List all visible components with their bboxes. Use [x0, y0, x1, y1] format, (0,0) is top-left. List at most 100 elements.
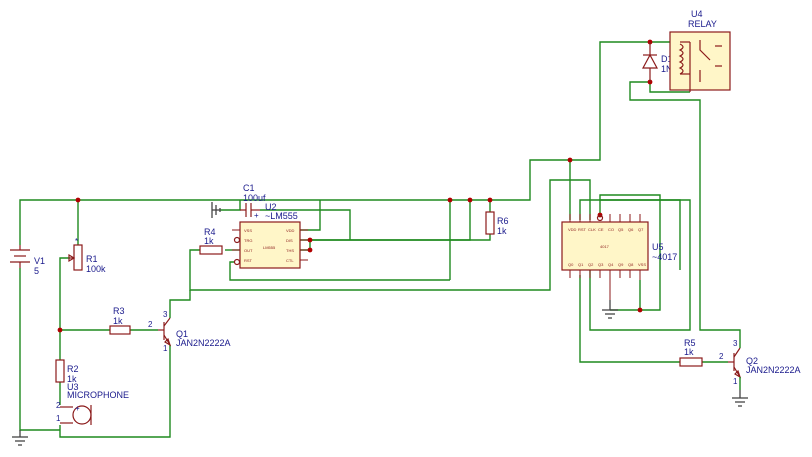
- ground-icon: [732, 390, 748, 407]
- wire-to-diode: [570, 41, 650, 161]
- u5-value: ~4017: [652, 252, 677, 262]
- r6-ref: R6: [497, 216, 509, 226]
- u5-pin-q1: Q1: [578, 262, 584, 267]
- junction-dot: [447, 197, 453, 203]
- wire-q1-emitter: [59, 345, 171, 438]
- pot-pin-mark: *: [75, 237, 78, 246]
- microphone-u3: U3 MICROPHONE 2 1 +: [56, 382, 129, 425]
- u2-pins-left: VSS TRG OUT RST: [232, 228, 253, 266]
- r2-ref: R2: [67, 364, 79, 374]
- r3-ref: R3: [113, 306, 125, 316]
- u2-pins-right: VDD DIS THS CTL: [286, 228, 308, 263]
- wire-q5-loop: [589, 199, 691, 331]
- ic-u2-lm555: U2 ~LM555 LM555 VSS TRG OUT RST VDD DIS …: [232, 202, 308, 269]
- wire-r6-bottom: [310, 234, 491, 241]
- wire-q1-collector: [169, 290, 191, 318]
- r3-value: 1k: [113, 316, 123, 326]
- r4-value: 1k: [204, 236, 214, 246]
- junction-dot: [307, 247, 313, 253]
- wire-555-vdd: [300, 200, 321, 231]
- mic-plus: +: [75, 404, 80, 413]
- r1-value: 100k: [86, 264, 106, 274]
- u5-pin-q5: Q5: [618, 227, 624, 232]
- u2-ref: U2: [265, 202, 277, 212]
- u5-pin-q6: Q6: [628, 227, 634, 232]
- junction-dot: [637, 307, 643, 313]
- u5-pins-bottom: Q0 Q1 Q2 Q3 Q4 Q9 Q8 VSS: [568, 262, 646, 300]
- wire-u5-co: [599, 194, 661, 311]
- junctions: [57, 39, 653, 333]
- wire-r4-left: [189, 179, 591, 291]
- wire-rail-to-u5: [450, 159, 571, 220]
- c1-ref: C1: [243, 183, 255, 193]
- u5-ref: U5: [652, 242, 664, 252]
- transistor-q1: 2 3 1 Q1 JAN2N2222A: [148, 310, 231, 353]
- resistor-r5: R5 1k: [679, 338, 703, 367]
- u3-value: MICROPHONE: [67, 390, 129, 400]
- u2-pin-vss: VSS: [244, 228, 252, 233]
- u2-pin-ths: THS: [286, 248, 294, 253]
- q1-pin-c: 3: [163, 310, 168, 319]
- wire-555-ths: [310, 200, 471, 241]
- wire-555-rst: [229, 261, 450, 281]
- q2-ref: Q2: [746, 356, 758, 366]
- r4-ref: R4: [204, 227, 216, 237]
- u5-pins-top: VDD RST CLK CE CO Q5 Q6 Q7: [568, 214, 644, 232]
- r5-ref: R5: [684, 338, 696, 348]
- resistor-r2: R2 1k: [55, 359, 79, 384]
- battery-v1: V1 5: [10, 245, 45, 276]
- u5-pin-ce: CE: [598, 227, 604, 232]
- junction-dot: [307, 237, 313, 243]
- u5-pin-vss: VSS: [638, 262, 646, 267]
- capacitor-c1: + C1 100uf: [240, 183, 266, 220]
- ic-u5-4017: U5 ~4017 4017 VDD RST CLK CE CO Q5 Q6 Q7: [561, 214, 677, 300]
- mic-pin-1: 1: [56, 414, 61, 423]
- u2-pin-out: OUT: [244, 248, 253, 253]
- wire-relay-return: [629, 81, 741, 338]
- q1-pin-b: 2: [148, 320, 153, 329]
- wire-c1: [220, 200, 241, 211]
- u2-pin-rst: RST: [244, 258, 253, 263]
- junction-dot: [487, 197, 493, 203]
- u5-pin-q3: Q3: [598, 262, 604, 267]
- resistor-r3: R3 1k: [109, 306, 131, 335]
- u5-pin-q4: Q4: [608, 262, 614, 267]
- junction-dot: [57, 327, 63, 333]
- wire-u5-out: [579, 275, 680, 363]
- u5-pin-clk: CLK: [588, 227, 596, 232]
- relay-u4: U4 RELAY: [669, 9, 731, 92]
- junction-dot: [567, 157, 573, 163]
- potentiometer-r1: * R1 100k: [68, 237, 106, 274]
- q1-value: JAN2N2222A: [176, 338, 231, 348]
- r2-value: 1k: [67, 374, 77, 384]
- u2-value: ~LM555: [265, 211, 298, 221]
- d1-ref: D1: [661, 54, 673, 64]
- u5-pin-co: CO: [608, 227, 614, 232]
- ground-symbols: [12, 202, 748, 446]
- c1-plus: +: [254, 211, 259, 220]
- r1-ref: R1: [86, 254, 98, 264]
- u5-body-label: 4017: [600, 244, 610, 249]
- q2-pin-b: 2: [719, 352, 724, 361]
- u2-body-label: LM555: [263, 245, 276, 250]
- c1-value: 100uf: [243, 193, 266, 203]
- u5-pin-q7: Q7: [638, 227, 644, 232]
- wire-r1-wiper: [59, 257, 110, 331]
- q2-pin-e: 1: [733, 377, 738, 386]
- q1-ref: Q1: [176, 329, 188, 339]
- q2-value: JAN2N2222A: [746, 365, 801, 375]
- mic-pin-2: 2: [56, 401, 61, 410]
- u2-pin-vdd: VDD: [286, 228, 295, 233]
- v1-value: 5: [34, 266, 39, 276]
- u5-pin-q0: Q0: [568, 262, 574, 267]
- r5-value: 1k: [684, 347, 694, 357]
- q2-pin-c: 3: [733, 339, 738, 348]
- u3-ref: U3: [67, 382, 79, 392]
- junction-dot: [75, 197, 81, 203]
- u4-ref: U4: [691, 9, 703, 19]
- u4-value: RELAY: [688, 19, 717, 29]
- u2-pin-dis: DIS: [286, 238, 293, 243]
- u5-pin-rst: RST: [578, 227, 587, 232]
- transistor-q2: 2 3 1 Q2 JAN2N2222A: [719, 338, 801, 390]
- resistor-r4: R4 1k: [199, 227, 223, 255]
